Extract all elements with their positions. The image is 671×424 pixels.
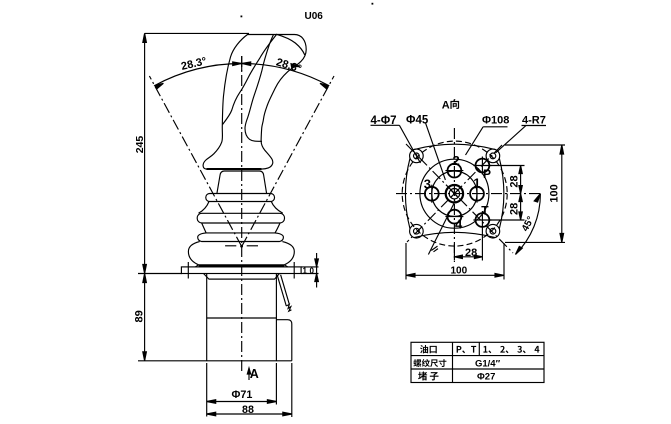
svg-text:28: 28: [465, 247, 477, 259]
svg-text:100: 100: [451, 265, 468, 276]
svg-text:2: 2: [453, 153, 460, 168]
svg-text:28: 28: [509, 203, 521, 215]
svg-text:Φ108: Φ108: [482, 115, 509, 127]
svg-text:U06: U06: [305, 11, 324, 22]
svg-text:Φ45: Φ45: [406, 115, 429, 127]
svg-text:T: T: [481, 204, 489, 218]
svg-text:100: 100: [549, 184, 561, 202]
svg-text:A: A: [442, 99, 450, 111]
svg-text:1: 1: [473, 176, 480, 191]
svg-text:Φ71: Φ71: [232, 389, 253, 401]
svg-text:Φ27: Φ27: [477, 372, 495, 383]
svg-text:28: 28: [509, 175, 521, 187]
svg-text:89: 89: [134, 310, 146, 322]
svg-text:4-R7: 4-R7: [522, 115, 546, 127]
svg-text:10: 10: [303, 266, 317, 275]
svg-text:G1/4″: G1/4″: [475, 359, 501, 370]
svg-text:88: 88: [242, 404, 254, 416]
svg-text:3: 3: [424, 177, 431, 192]
svg-text:4: 4: [455, 216, 463, 231]
svg-text:P: P: [483, 167, 491, 181]
svg-text:245: 245: [134, 136, 146, 154]
svg-text:A: A: [250, 367, 259, 381]
svg-text:28.3°: 28.3°: [180, 55, 208, 72]
svg-text:4-Φ7: 4-Φ7: [371, 115, 397, 127]
